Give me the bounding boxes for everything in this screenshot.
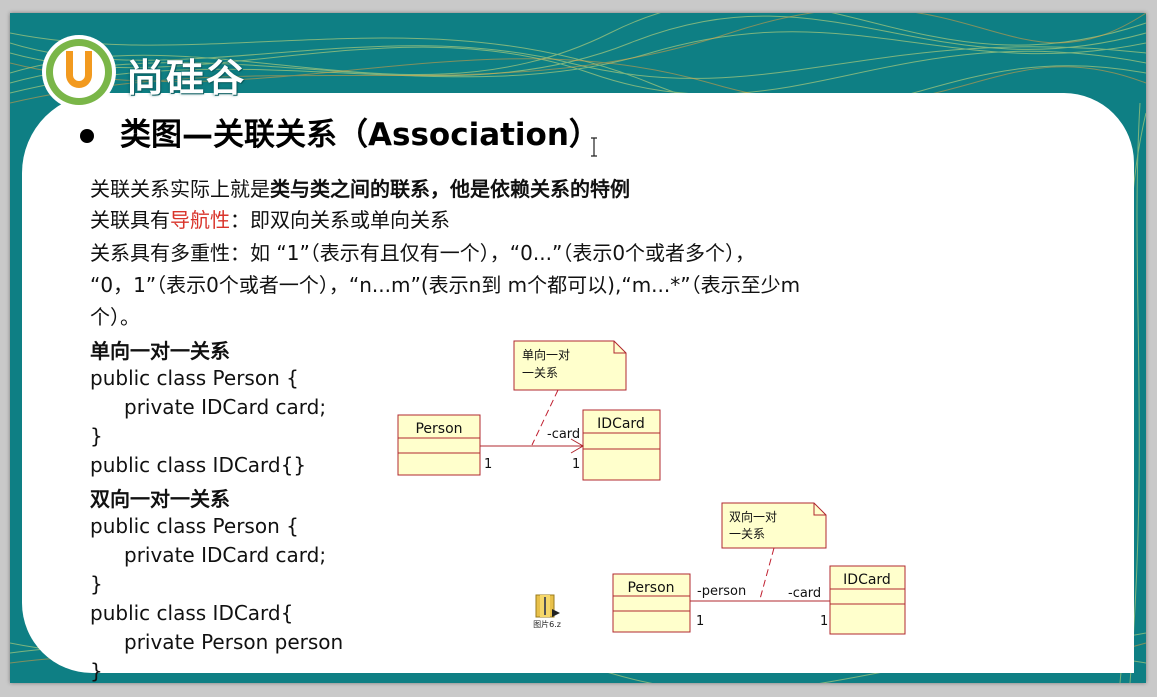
desc-line-2: 关联具有导航性：即双向关系或单向关系 (90, 204, 450, 233)
role-label: -card (547, 427, 580, 442)
class-name: IDCard (597, 416, 645, 432)
desc-line-1: 关联关系实际上就是类与类之间的联系，他是依赖关系的特例 (90, 173, 630, 202)
multiplicity: 1 (696, 614, 704, 629)
code-line: public class IDCard{ (90, 601, 294, 625)
desc-line-4: “0，1”（表示0个或者一个），“n...m”(表示n到 m个都可以),“m..… (90, 273, 801, 297)
class-name: IDCard (843, 572, 891, 588)
bullet-dot (80, 129, 94, 143)
zip-file-icon[interactable] (530, 593, 564, 633)
multiplicity: 1 (572, 457, 580, 472)
note-box (513, 340, 627, 391)
multiplicity: 1 (484, 457, 492, 472)
note-text: 双向一对 (729, 509, 777, 524)
code-line: } (90, 424, 103, 448)
desc-bold-text: 类与类之间的联系，他是依赖关系的特例 (270, 177, 630, 201)
note-box (721, 502, 827, 549)
logo-text: 尚硅谷 (126, 56, 247, 100)
note-text: 单向一对 (522, 347, 570, 362)
code-line: public class Person { (90, 366, 299, 390)
code-line: private IDCard card; (124, 395, 327, 419)
navigability-text: 导航性 (170, 208, 230, 232)
note-anchor (759, 547, 775, 600)
desc-line-3: 关系具有多重性：如 “1”（表示有且仅有一个），“0...”（表示0个或者多个）… (90, 241, 756, 265)
navigation-arrow (570, 438, 584, 454)
note-fold (613, 341, 626, 354)
desc-line-5: 个）。 (90, 305, 140, 329)
heading-unidirectional: 单向一对一关系 (90, 339, 230, 363)
desc-text: 关联关系实际上就是 (90, 177, 270, 201)
uml-class-idcard (582, 409, 661, 481)
desc-text: 关联具有 (90, 208, 170, 232)
code-line: public class Person { (90, 514, 299, 538)
class-name: Person (415, 421, 462, 437)
slide-title: 类图—关联关系（Association） (120, 117, 600, 153)
class-name: Person (627, 580, 674, 596)
diagram-unidirectional: 单向一对 一关系 Person IDCard -card 1 1 (397, 340, 661, 481)
note-fold (813, 503, 826, 516)
role-label: -card (788, 586, 821, 601)
code-line: } (90, 659, 103, 683)
code-line: public class IDCard{} (90, 453, 307, 477)
uml-class-person (397, 414, 481, 476)
text-cursor-icon (591, 137, 597, 157)
logo-u-icon (42, 35, 116, 109)
code-line: } (90, 572, 103, 596)
desc-text: ：即双向关系或单向关系 (230, 208, 450, 232)
slide: 尚硅谷 类图—关联关系（Association） 关联关系实际上就是类与类之间的… (10, 13, 1146, 683)
multiplicity: 1 (820, 614, 828, 629)
uml-diagrams: 单向一对 一关系 Person IDCard -card 1 1 双向一对 一关… (397, 340, 906, 635)
note-text: 一关系 (522, 366, 558, 380)
file-label[interactable]: 图片6.z (533, 620, 561, 629)
note-text: 一关系 (729, 527, 765, 541)
uml-class-person (612, 573, 691, 633)
code-line: private Person person (124, 630, 344, 654)
code-line: private IDCard card; (124, 543, 327, 567)
note-anchor (531, 389, 559, 446)
diagram-bidirectional: 双向一对 一关系 Person IDCard -person -card 1 1 (612, 502, 906, 635)
role-label: -person (697, 584, 746, 599)
heading-bidirectional: 双向一对一关系 (90, 487, 230, 511)
uml-class-idcard (829, 565, 906, 635)
